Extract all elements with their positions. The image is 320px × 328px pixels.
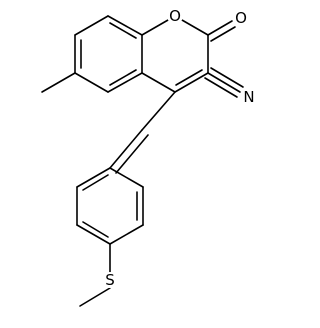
thioether-bond xyxy=(79,287,111,307)
benzo-ring xyxy=(74,15,143,93)
nitrile-bond xyxy=(204,77,238,98)
nitrile-nitrogen-label: N xyxy=(243,88,254,106)
sulfur-atom: S xyxy=(102,271,118,289)
molecule-structure: O O N S xyxy=(41,7,257,307)
vinyl-bond xyxy=(109,129,143,169)
bond xyxy=(109,167,144,188)
bond xyxy=(76,224,111,245)
carbonyl-oxygen-label: O xyxy=(235,9,247,27)
bond xyxy=(107,72,143,93)
bond xyxy=(141,72,176,93)
bond xyxy=(174,72,209,93)
vinyl-bond xyxy=(115,134,149,174)
carbonyl-bond xyxy=(210,26,236,42)
ring-oxygen-label: O xyxy=(169,7,181,25)
bond xyxy=(82,174,109,191)
ring-oxygen-atom: O xyxy=(167,7,183,25)
structure-diagram: O O N S xyxy=(41,7,257,307)
carbonyl-bond xyxy=(207,20,233,36)
methyl-bond xyxy=(41,72,76,93)
bond xyxy=(76,167,111,188)
bond xyxy=(74,72,109,93)
carbonyl-oxygen-atom: O xyxy=(233,9,249,27)
bond xyxy=(109,69,137,86)
bond xyxy=(74,15,109,36)
pyranone-ring xyxy=(141,15,209,93)
bond xyxy=(175,69,203,86)
bond xyxy=(82,221,109,238)
sulfur-label: S xyxy=(105,271,115,289)
phenyl-ring xyxy=(76,167,144,245)
bond xyxy=(107,15,143,36)
bond xyxy=(109,22,137,39)
nitrile-bond xyxy=(207,72,241,93)
nitrile-nitrogen-atom: N xyxy=(241,88,257,106)
vinyl-bond xyxy=(141,91,176,131)
bond xyxy=(109,224,144,245)
nitrile-bond xyxy=(210,67,244,88)
